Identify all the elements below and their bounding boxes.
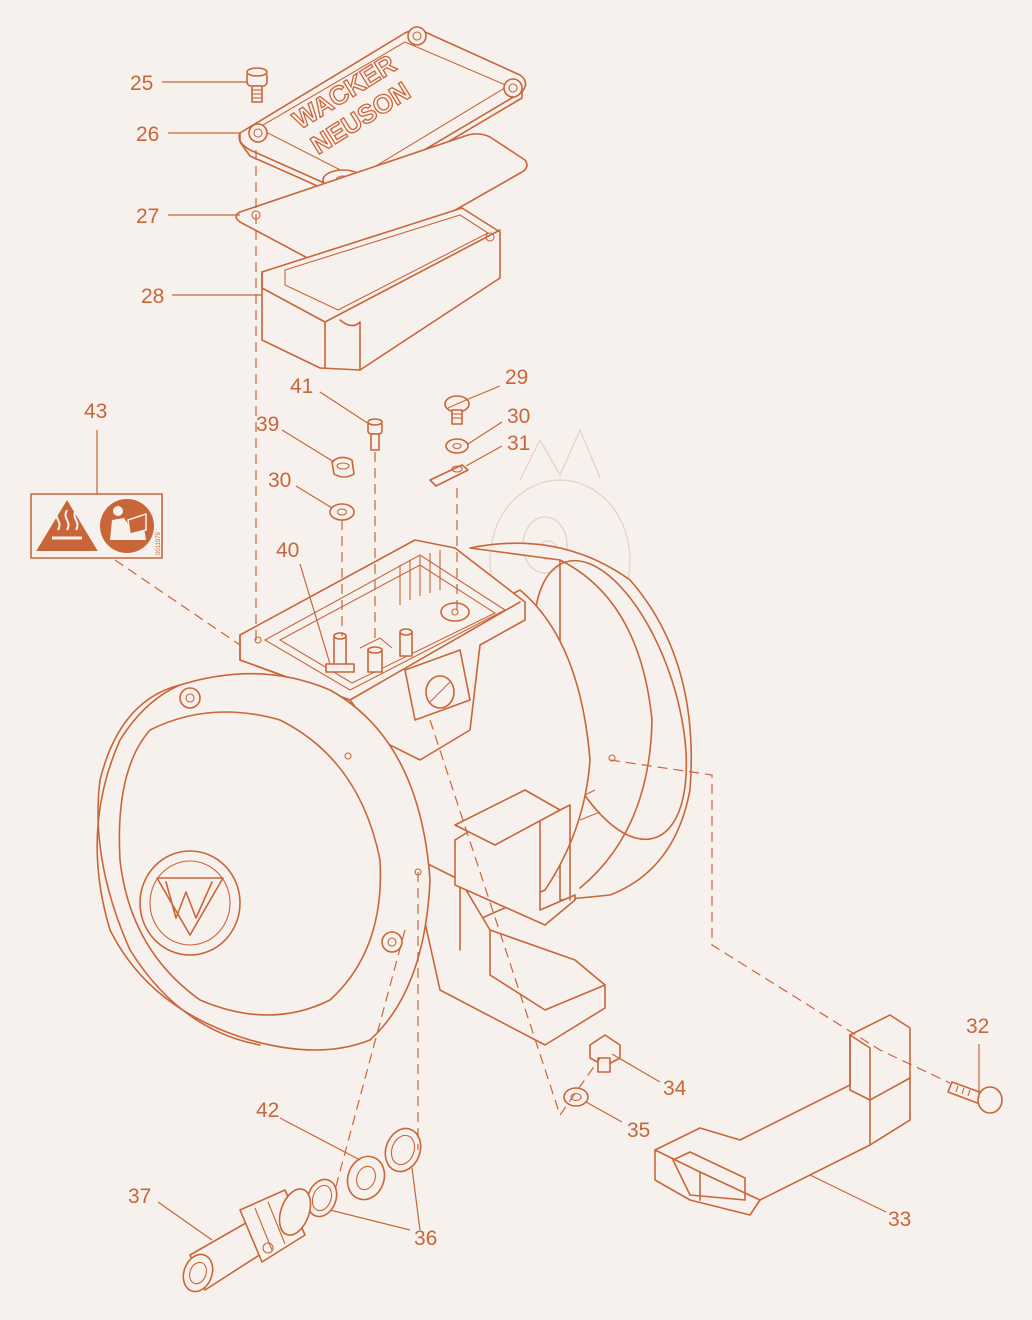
leader-lines [96,81,980,1241]
screw-41 [367,418,383,451]
warning-label-43: 0011979 [30,493,163,559]
callout-36: 36 [414,1227,437,1250]
terminal-strip-31 [429,464,469,487]
bolt-34 [589,1034,621,1073]
screw-29 [444,395,470,425]
callout-28: 28 [141,285,164,308]
callout-26: 26 [136,123,159,146]
callout-25: 25 [130,72,153,95]
hot-surface-warning-icon [36,500,98,551]
callout-42: 42 [256,1099,279,1122]
seal-ring-36-right [384,1127,422,1173]
screw-25 [246,67,268,103]
callout-43: 43 [84,400,107,423]
callout-39: 39 [256,413,279,436]
callout-40: 40 [276,539,299,562]
handle-33 [654,1014,911,1216]
callout-labels: 25 26 27 28 29 30 31 41 39 30 43 40 32 3… [84,72,989,1250]
wacker-w-logo [139,850,241,956]
cable-gland-37 [182,1188,312,1293]
clip-39 [331,456,355,478]
bushing-42 [346,1155,386,1201]
callout-30-right: 30 [507,405,530,428]
read-manual-icon [100,499,154,553]
callout-34: 34 [663,1077,687,1100]
callout-35: 35 [627,1119,650,1142]
housing-frame [261,207,501,371]
callout-27: 27 [136,205,159,228]
callout-31: 31 [507,432,530,455]
assembly-lines [114,150,951,1191]
callout-30-left: 30 [268,469,291,492]
callout-41: 41 [290,375,313,398]
washer-30-left [329,503,355,521]
seal-ring-36-left [306,1178,338,1218]
callout-37: 37 [128,1185,151,1208]
screw-32 [947,1081,1003,1114]
terminal-posts-40 [325,628,413,673]
vibrator-housing [96,539,693,1051]
label-code: 0011979 [156,531,162,555]
washer-35 [563,1087,589,1107]
callout-33: 33 [888,1208,911,1231]
washer-30-right [445,438,469,454]
callout-29: 29 [505,366,528,389]
callout-32: 32 [966,1015,989,1038]
